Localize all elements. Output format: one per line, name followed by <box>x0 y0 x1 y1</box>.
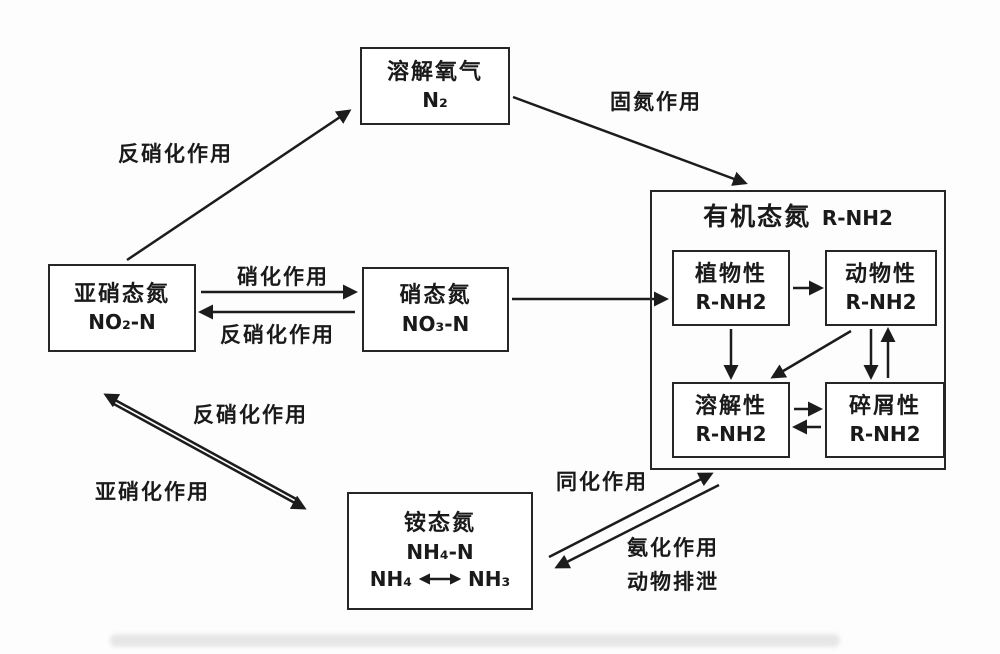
node-formula: R-NH2 <box>695 290 767 315</box>
equilibrium-right: NH₃ <box>468 567 511 592</box>
node-plant-organic: 植物性 R-NH2 <box>672 250 790 326</box>
arrow-ammonium-to-organic <box>548 472 714 559</box>
label-nitrogen-fixation: 固氮作用 <box>610 90 702 114</box>
label-denitrification-diag: 反硝化作用 <box>193 403 308 427</box>
node-ammonium: 铵态氮 NH₄-N NH₄ NH₃ <box>347 492 533 610</box>
node-title: 铵态氮 <box>403 510 476 536</box>
node-organic-nitrogen: 有机态氮 R-NH2 <box>650 190 946 470</box>
node-formula: NO₂-N <box>88 310 156 335</box>
organic-title: 有机态氮 <box>703 202 812 231</box>
label-nitrosation: 亚硝化作用 <box>95 480 210 504</box>
node-formula: NH₄-N <box>406 540 474 565</box>
equilibrium-left: NH₄ <box>369 567 412 592</box>
organic-header: 有机态氮 R-NH2 <box>703 201 893 234</box>
arrow-nitrite-to-n2 <box>126 109 352 262</box>
label-denitrification-mid: 反硝化作用 <box>220 323 335 347</box>
node-formula: R-NH2 <box>695 422 767 447</box>
node-title: 动物性 <box>844 261 917 287</box>
arrow-ammonium-to-nitrite <box>103 393 299 502</box>
node-formula: R-NH2 <box>849 422 921 447</box>
node-title: 植物性 <box>694 261 767 287</box>
node-dissolved-oxygen: 溶解氧气 N₂ <box>360 47 510 125</box>
arrow-n2-to-organic <box>512 95 748 186</box>
organic-title-suffix: R-NH2 <box>821 206 893 230</box>
double-arrow-icon <box>418 573 462 585</box>
arrow-organic-to-ammonium <box>554 483 720 569</box>
label-nitrification: 硝化作用 <box>237 265 329 289</box>
node-nitrate: 硝态氮 NO₃-N <box>362 267 509 352</box>
node-formula: NO₃-N <box>401 311 470 336</box>
arrow-animal-to-dissolved <box>770 329 852 379</box>
node-dissolved-organic: 溶解性 R-NH2 <box>672 382 790 458</box>
node-title: 溶解氧气 <box>386 59 483 85</box>
node-nitrite: 亚硝态氮 NO₂-N <box>48 264 196 352</box>
node-formula: N₂ <box>422 88 448 113</box>
node-detritus-organic: 碎屑性 R-NH2 <box>825 382 945 458</box>
arrow-nitrite-to-ammonium <box>111 401 307 510</box>
label-ammonification: 氨化作用 <box>627 536 719 560</box>
node-formula: R-NH2 <box>845 290 917 315</box>
bottom-smudge <box>110 634 840 647</box>
label-assimilation: 同化作用 <box>556 470 648 494</box>
node-title: 溶解性 <box>694 393 767 419</box>
node-title: 硝态氮 <box>399 283 472 309</box>
ammonium-equilibrium: NH₄ NH₃ <box>370 566 511 592</box>
node-title: 亚硝态氮 <box>73 281 170 307</box>
label-denitrification-top: 反硝化作用 <box>118 142 233 166</box>
node-animal-organic: 动物性 R-NH2 <box>825 250 937 326</box>
node-title: 碎屑性 <box>848 393 921 419</box>
label-animal-excretion: 动物排泄 <box>627 570 719 594</box>
